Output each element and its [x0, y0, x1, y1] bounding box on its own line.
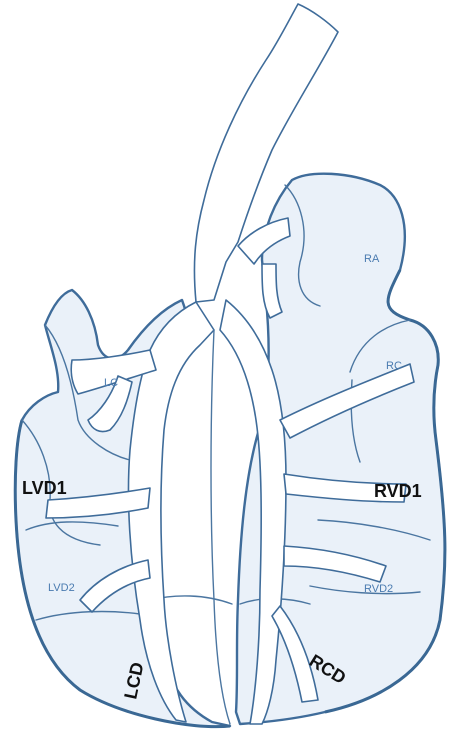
label-rc: RC	[386, 360, 402, 372]
label-lvd2: LVD2	[48, 582, 75, 594]
label-lvd1: LVD1	[22, 478, 67, 498]
label-lc: LC	[104, 377, 118, 389]
cardiac-ridge	[211, 330, 230, 724]
label-rvd1: RVD1	[374, 481, 422, 501]
label-rvd2: RVD2	[364, 583, 393, 595]
label-ra: RA	[364, 253, 380, 265]
